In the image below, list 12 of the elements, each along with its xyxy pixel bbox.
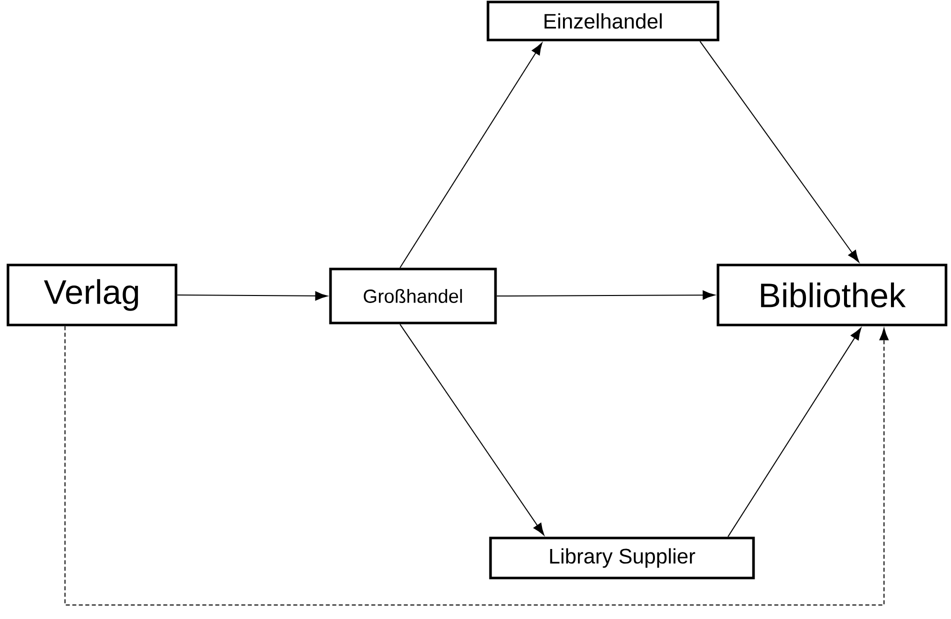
process-box: Einzelhandel [486, 0, 720, 42]
arrow [496, 290, 716, 300]
process-box: Großhandel [329, 268, 497, 324]
arrow [728, 328, 862, 538]
arrow [400, 42, 542, 268]
process-box: Bibliothek [716, 264, 948, 326]
arrow [64, 326, 889, 606]
arrow [700, 40, 860, 262]
arrow [176, 291, 328, 301]
process-box: Verlag [6, 264, 178, 326]
process-box: Library Supplier [489, 536, 755, 580]
arrow [400, 324, 544, 536]
